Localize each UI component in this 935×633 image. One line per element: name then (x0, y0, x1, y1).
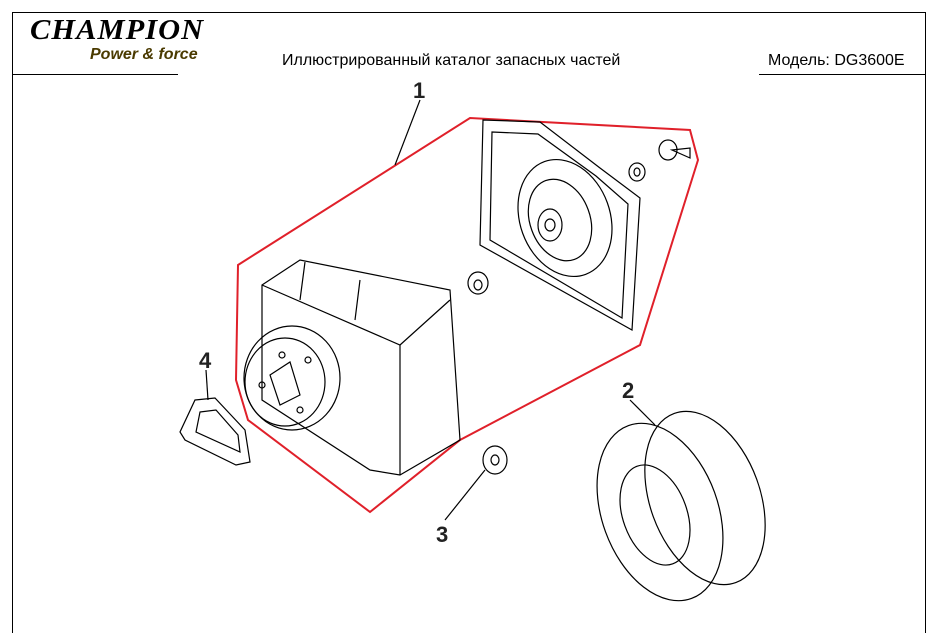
page-title: Иллюстрированный каталог запасных частей (282, 52, 621, 69)
model-label: Модель: DG3600E (768, 52, 905, 69)
callout-1: 1 (413, 78, 425, 103)
part-2-ring (596, 399, 766, 602)
page-frame (12, 12, 926, 633)
champion-logo: CHAMPION Power & force (30, 14, 203, 63)
callout-3: 3 (436, 522, 448, 547)
back-plate (479, 119, 641, 331)
callout-2: 2 (622, 378, 634, 403)
nut (467, 271, 489, 295)
part-3-nut (444, 445, 508, 521)
brand-tagline: Power & force (90, 46, 198, 63)
assembly-1-outline (234, 116, 700, 514)
header-rule-right (759, 74, 925, 75)
leader-1 (394, 99, 421, 166)
washer (658, 139, 691, 161)
callout-4: 4 (199, 348, 212, 373)
brand-name: CHAMPION (30, 14, 205, 46)
header-rule-left (12, 74, 178, 75)
part-4-gasket (179, 369, 251, 466)
parts-diagram: 1 2 3 4 (179, 78, 766, 602)
nut (628, 162, 646, 182)
housing (243, 259, 461, 476)
